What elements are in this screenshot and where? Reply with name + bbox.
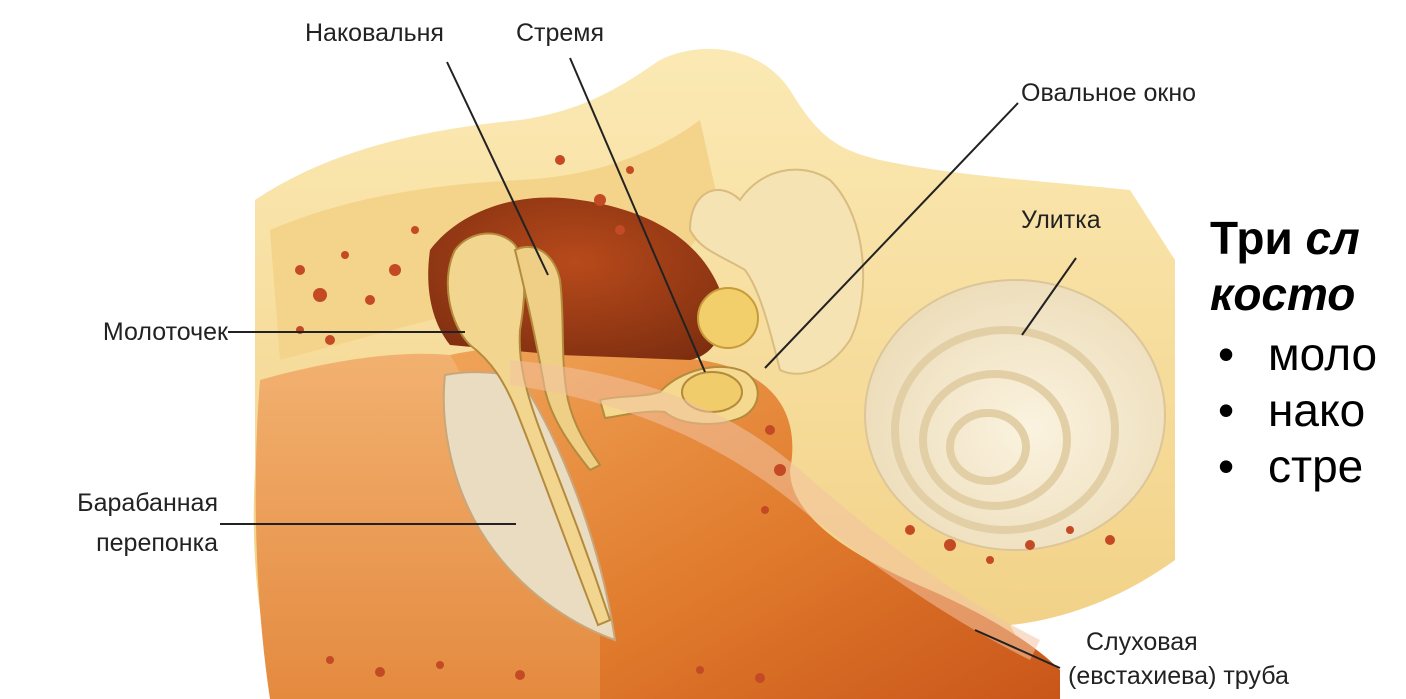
vestibule-disc xyxy=(698,288,758,348)
list-item: стре xyxy=(1210,438,1406,494)
label-oval-window: Овальное окно xyxy=(1021,78,1196,108)
heading-italic-1: сл xyxy=(1306,212,1360,264)
label-eustachian-2: (евстахиева) труба xyxy=(1068,661,1289,691)
label-eardrum-2: перепонка xyxy=(20,528,218,558)
heading-bold: Три xyxy=(1210,212,1306,264)
cochlea-spiral xyxy=(865,280,1165,550)
label-cochlea: Улитка xyxy=(1021,205,1101,235)
label-malleus: Молоточек xyxy=(20,317,228,347)
heading-italic-2: косто xyxy=(1210,268,1355,320)
ossicles-list: моло нако стре xyxy=(1210,326,1406,494)
label-eardrum-1: Барабанная xyxy=(20,488,218,518)
list-item: нако xyxy=(1210,382,1406,438)
list-item: моло xyxy=(1210,326,1406,382)
label-eustachian-1: Слуховая xyxy=(1086,627,1198,657)
label-incus: Наковальня xyxy=(305,18,444,48)
label-stapes: Стремя xyxy=(516,18,604,48)
